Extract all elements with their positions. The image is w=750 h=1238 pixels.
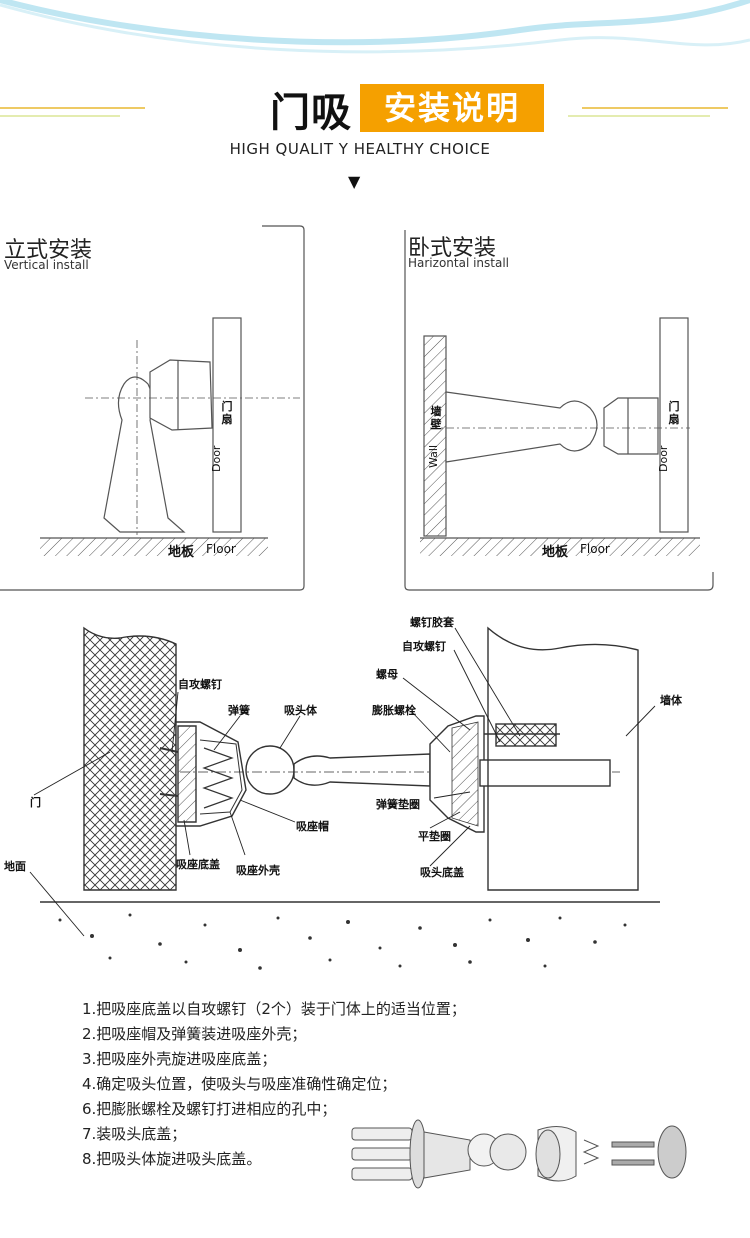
vertical-floor-cn: 地板 xyxy=(168,545,195,560)
label-door: 门 xyxy=(30,796,41,809)
label-ground: 地面 xyxy=(4,860,26,873)
step-4: 4.确定吸头位置，使吸头与吸座准确性确定位； xyxy=(82,1075,397,1093)
header-lines xyxy=(0,107,728,117)
horizontal-title-en: Harizontal install xyxy=(408,256,510,270)
down-arrow-icon: ▼ xyxy=(348,172,361,191)
label-suction-cap: 吸座帽 xyxy=(296,820,329,833)
step-7: 7.装吸头底盖； xyxy=(82,1125,187,1143)
horizontal-floor-cn: 地板 xyxy=(542,545,569,560)
vertical-title-en: Vertical install xyxy=(4,258,89,272)
vertical-door-cn: 门扇 xyxy=(221,400,233,426)
vertical-door-en: Door xyxy=(210,445,223,472)
step-3: 3.把吸座外壳旋进吸座底盖； xyxy=(82,1050,277,1068)
label-expansion-bolt: 膨胀螺栓 xyxy=(372,704,416,717)
page-title: 门吸 xyxy=(270,90,352,136)
horizontal-title-cn: 卧式安装 xyxy=(408,236,497,261)
label-screw-sleeve: 螺钉胶套 xyxy=(410,616,454,629)
leader-lines xyxy=(29,627,656,937)
horizontal-door-cn: 门扇 xyxy=(668,400,680,426)
step-8: 8.把吸头体旋进吸头底盖。 xyxy=(82,1150,262,1168)
label-nut: 螺母 xyxy=(376,668,398,681)
horizontal-wall-en: Wall xyxy=(427,444,440,468)
step-6: 6.把膨胀螺栓及螺钉打进相应的孔中； xyxy=(82,1100,337,1118)
label-wall-body: 墙体 xyxy=(660,694,682,707)
horizontal-wall-cn: 墙壁 xyxy=(430,405,442,431)
label-spring-washer: 弹簧垫圈 xyxy=(376,798,420,811)
label-suction-head: 吸头体 xyxy=(284,704,317,717)
step-2: 2.把吸座帽及弹簧装进吸座外壳； xyxy=(82,1025,307,1043)
label-spring: 弹簧 xyxy=(228,704,250,717)
subtitle: HIGH QUALIT Y HEALTHY CHOICE xyxy=(229,140,491,158)
label-outer-shell: 吸座外壳 xyxy=(236,864,280,877)
label-head-base-cover: 吸头底盖 xyxy=(420,866,464,879)
step-1: 1.把吸座底盖以自攻螺钉（2个）装于门体上的适当位置； xyxy=(82,1000,466,1018)
label-self-tapping-screw-right: 自攻螺钉 xyxy=(402,640,446,653)
top-wave-decoration xyxy=(0,0,750,54)
label-flat-washer: 平垫圈 xyxy=(418,830,451,843)
label-self-tapping-screw-left: 自攻螺钉 xyxy=(178,678,222,691)
parts-illustration xyxy=(351,1119,687,1189)
title-badge: 安装说明 xyxy=(360,84,544,132)
vertical-install-panel xyxy=(0,225,305,591)
horizontal-door-en: Door xyxy=(657,445,670,472)
vertical-title-cn: 立式安装 xyxy=(4,238,93,263)
label-base-cover: 吸座底盖 xyxy=(176,858,220,871)
ground-texture xyxy=(58,913,627,970)
horizontal-floor-en: Floor xyxy=(580,542,610,556)
horizontal-install-panel xyxy=(404,230,714,591)
cross-section-diagram xyxy=(40,626,660,903)
vertical-floor-en: Floor xyxy=(206,542,236,556)
